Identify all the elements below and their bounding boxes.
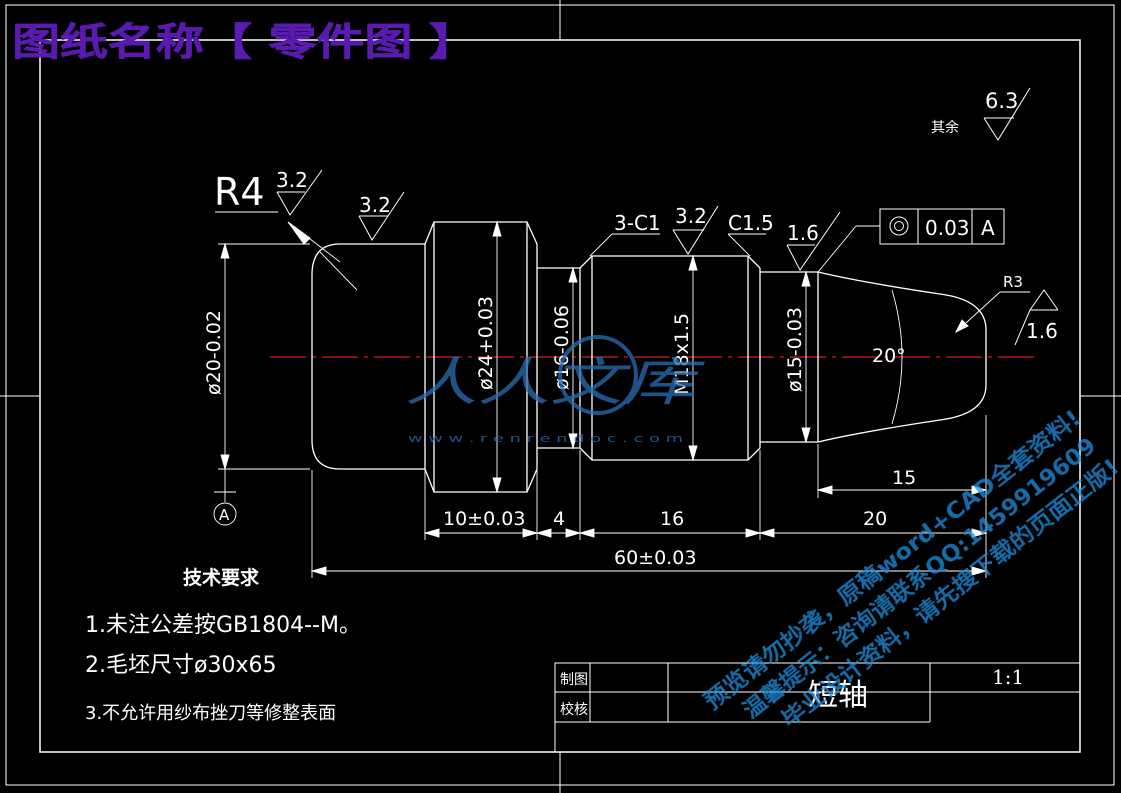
dim-d24: ø24+0.03 (475, 296, 497, 390)
roughness-taper: 1.6 (1026, 319, 1058, 343)
dim-d20: ø20-0.02 (203, 310, 225, 395)
taper-angle: 20° (872, 345, 906, 367)
title-block-scale: 1:1 (992, 665, 1024, 689)
dimension-lines (213, 211, 1030, 578)
dim-m18: M18x1.5 (671, 313, 693, 395)
roughness-shoulder: 3.2 (359, 193, 391, 217)
tolerance-value: 0.03 (925, 216, 970, 240)
dim-d15: ø15-0.03 (784, 307, 806, 392)
fillet-left: R4 (214, 170, 265, 214)
title-block (554, 662, 1081, 753)
roughness-r4: 3.2 (276, 168, 308, 192)
title-block-part-name: 短轴 (808, 678, 868, 713)
tech-item-1: 1.未注公差按GB1804--M。 (85, 613, 361, 638)
dim-l16: 16 (660, 508, 684, 530)
tech-item-2: 2.毛坯尺寸ø30x65 (85, 653, 276, 678)
watermark-logo: 人人文库 (405, 353, 706, 413)
dim-d16: ø16-0.06 (551, 305, 573, 390)
datum-label: A (219, 506, 230, 524)
watermark-url: w w w . r e n r e n d o c . c o m (408, 432, 683, 445)
watermark-line-2: 温馨提示：咨询请联系QQ:1459919609 (738, 433, 1101, 724)
dim-l20: 20 (863, 508, 887, 530)
tech-item-3: 3.不允许用纱布挫刀等修整表面 (85, 703, 336, 724)
watermark-line-3: 毕业设计资料，请先搜下载的页面正版! (777, 454, 1121, 733)
dim-l60: 60±0.03 (614, 547, 696, 569)
watermark-line-1: 预览请勿抄袭，原稿word+CAD全套资料! (700, 405, 1086, 715)
dim-l10: 10±0.03 (443, 508, 525, 530)
roughness-face: 1.6 (787, 221, 819, 245)
chamfer-thread: 3-C1 (614, 211, 661, 235)
shaft-outline (311, 221, 987, 493)
tech-heading: 技术要求 (183, 566, 260, 589)
watermark: 人人文库 w w w . r e n r e n d o c . c o m 预… (405, 335, 1121, 733)
tolerance-frame (879, 208, 1005, 245)
title-block-drawn: 制图 (560, 672, 588, 688)
roughness-symbols (276, 87, 1059, 346)
dim-l4: 4 (553, 508, 565, 530)
roughness-thread: 3.2 (675, 204, 707, 228)
tolerance-datum: A (981, 216, 995, 240)
chamfer-face: C1.5 (728, 211, 774, 235)
drawing-title: 图纸名称【 零件图 】 (12, 19, 477, 64)
roughness-other-value: 6.3 (985, 89, 1018, 113)
fillet-right: R3 (1003, 273, 1023, 291)
dim-l15: 15 (892, 467, 916, 489)
title-block-checked: 校核 (560, 701, 588, 718)
roughness-other-label: 其余 (931, 119, 959, 136)
